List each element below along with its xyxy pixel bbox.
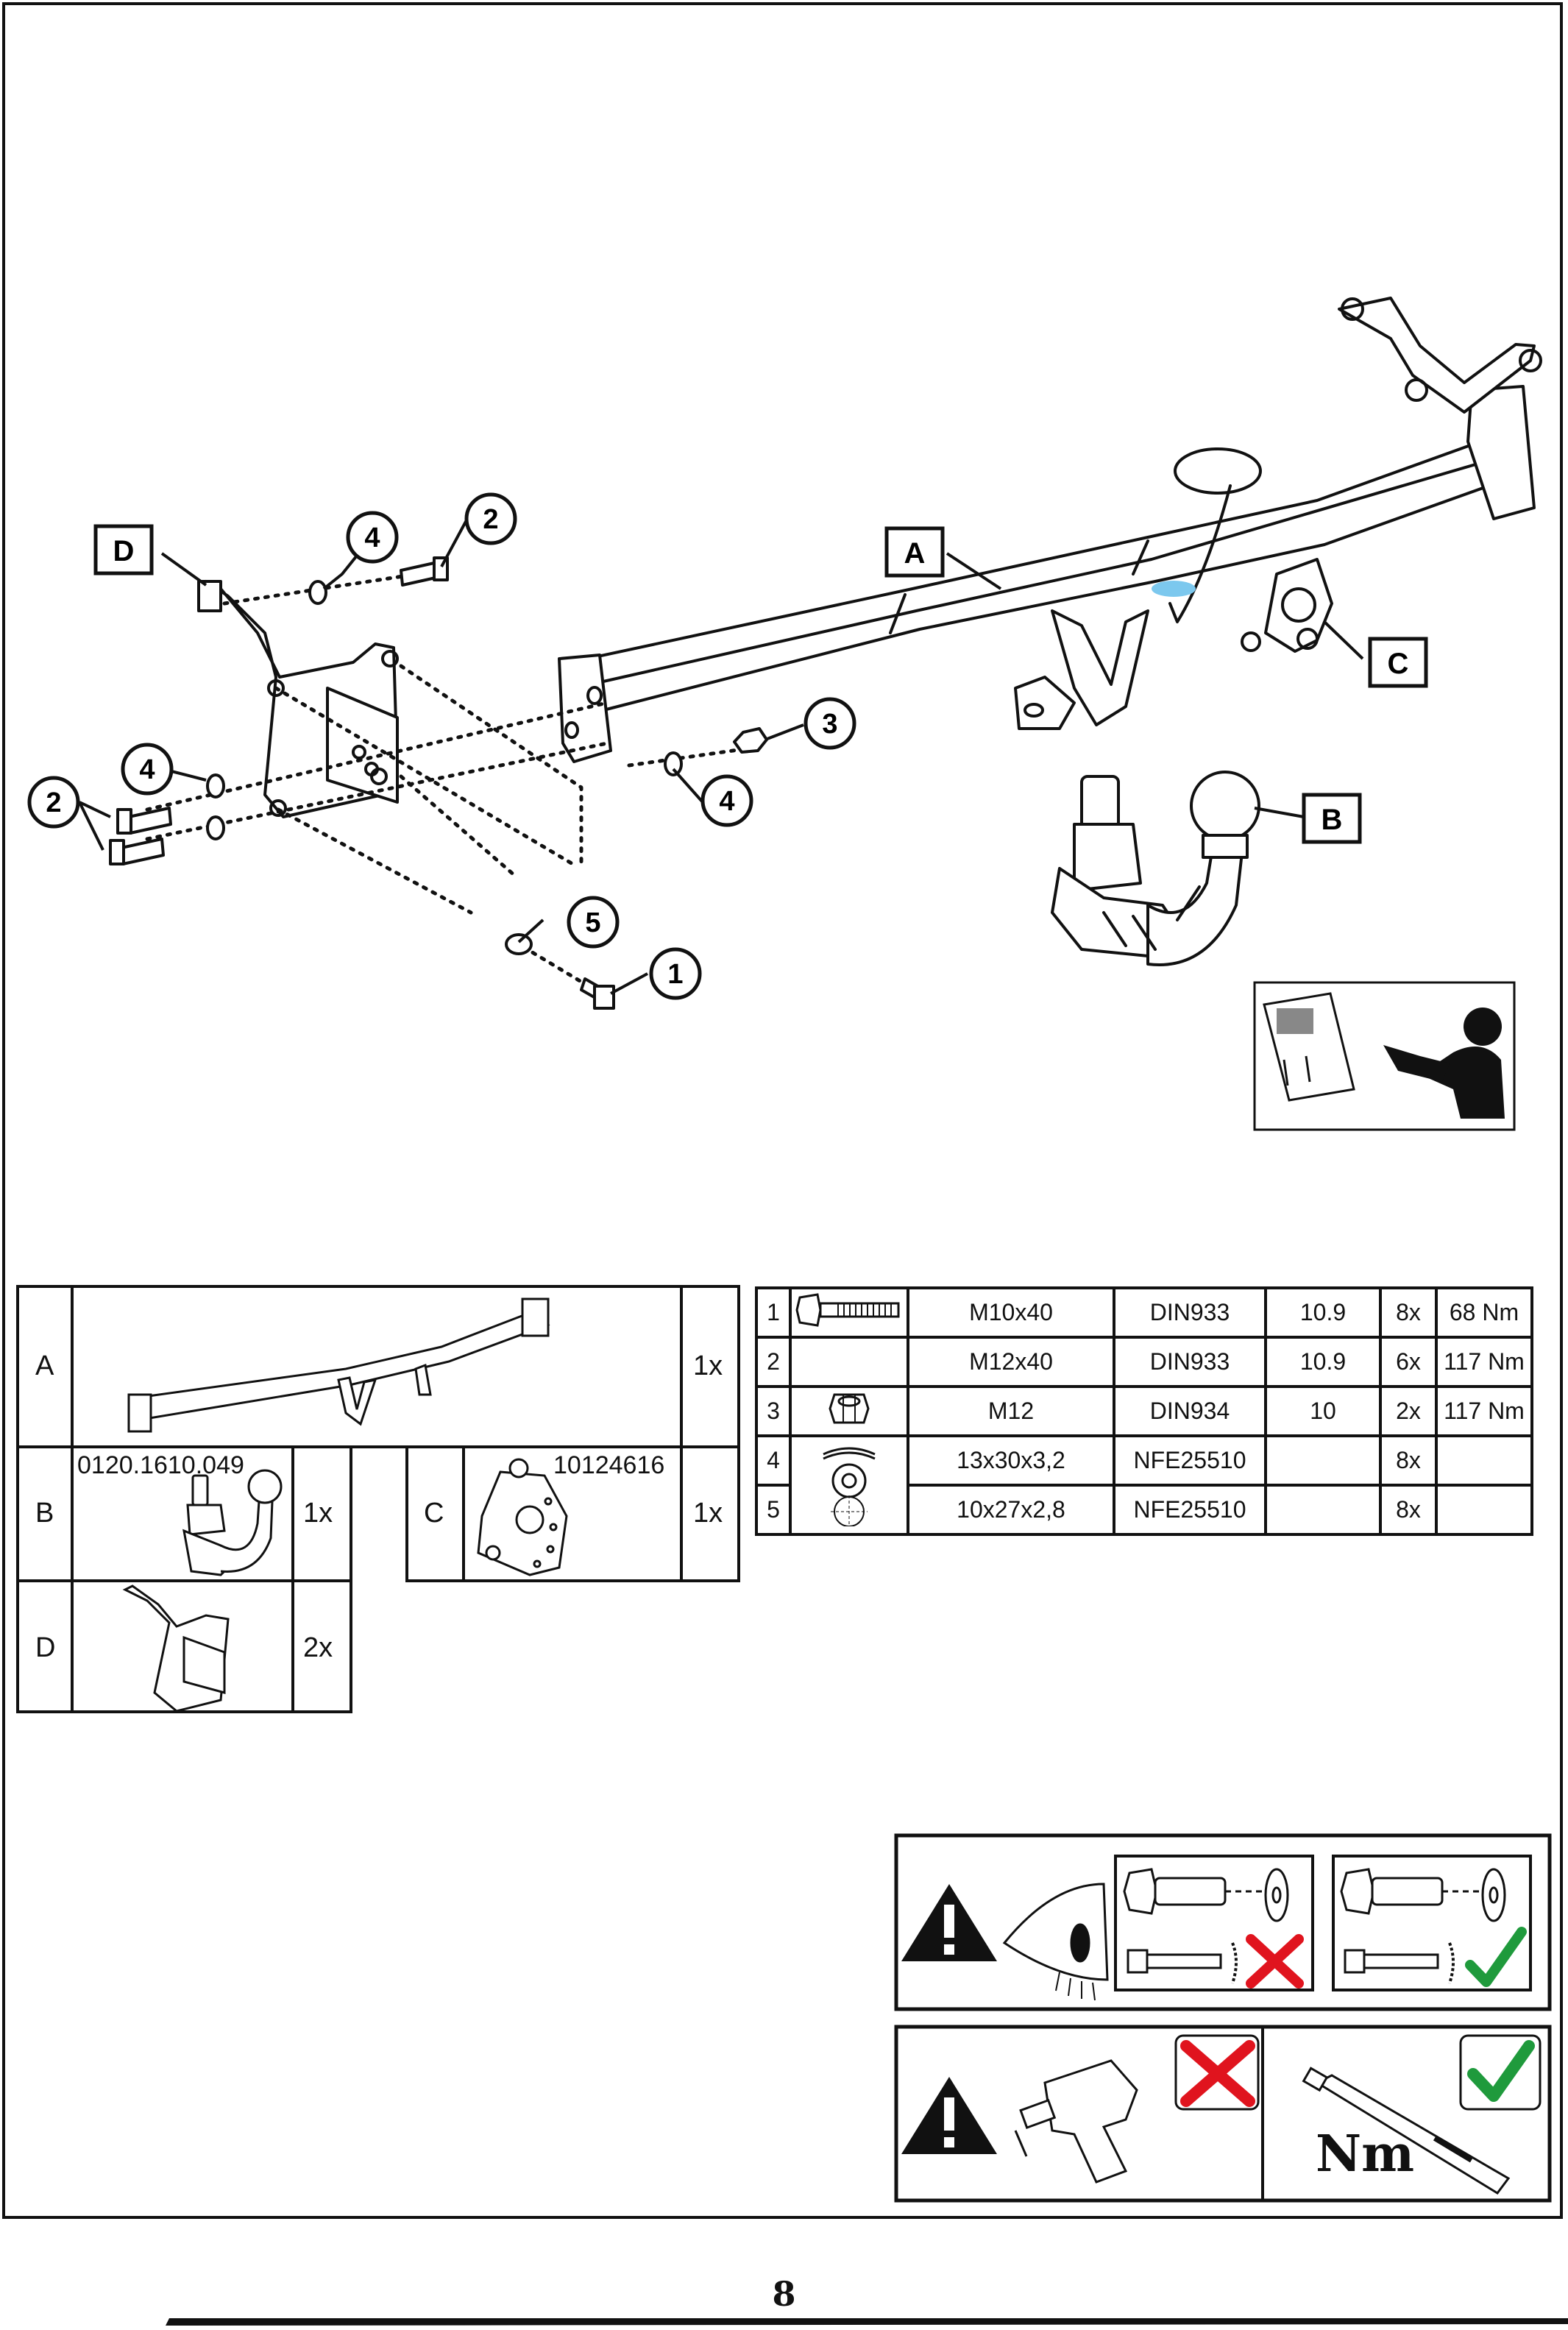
manual-cover-icon	[1277, 1008, 1313, 1034]
fastener-2-qty: 6x	[1379, 1336, 1438, 1388]
callout-d	[93, 524, 154, 576]
fastener-5-torque	[1435, 1484, 1533, 1536]
component-row-a	[16, 1285, 740, 1448]
callout-1-label: 1	[667, 959, 683, 990]
fastener-5-qty: 8x	[1379, 1484, 1438, 1536]
callout-2-left-label: 2	[46, 787, 61, 818]
fasteners-table: 1 M10x40 DIN933 10.9 8x 68 Nm 2 M12x40 D…	[755, 1286, 1533, 1536]
callout-d-label: D	[113, 535, 135, 567]
fastener-1-torque: 68 Nm	[1435, 1286, 1533, 1339]
fastener-1-num: 1	[755, 1286, 792, 1339]
fastener-3-icon-cell	[789, 1385, 909, 1437]
fastener-4-qty: 8x	[1379, 1434, 1438, 1487]
fastener-1-qty: 8x	[1379, 1286, 1438, 1339]
table-row: 5 10x27x2,8 NFE25510 8x	[755, 1484, 1533, 1536]
callout-5-label: 5	[585, 907, 600, 938]
callout-2-left	[27, 776, 80, 829]
fastener-4-num: 4	[755, 1434, 792, 1487]
fastener-4-5-icon-cell	[789, 1434, 909, 1536]
footer-rule	[166, 2318, 1568, 2326]
fastener-5-class	[1264, 1484, 1382, 1536]
fastener-1-class: 10.9	[1264, 1286, 1382, 1339]
callout-4-top-label: 4	[364, 523, 380, 553]
ball-coupling-b-drawing	[1051, 771, 1260, 966]
fastener-2-class: 10.9	[1264, 1336, 1382, 1388]
component-b-qty: 1x	[303, 1498, 333, 1529]
reader-icon	[1464, 1008, 1502, 1046]
callout-3	[803, 697, 856, 750]
fastener-1-icon-cell	[789, 1286, 909, 1339]
component-a-letter: A	[35, 1350, 54, 1381]
callout-c-label: C	[1388, 648, 1409, 680]
callout-4-left-label: 4	[139, 754, 155, 785]
callout-2-top	[464, 492, 517, 545]
fastener-4-torque	[1435, 1434, 1533, 1487]
read-manual-notice	[1253, 981, 1516, 1131]
component-b-code: 0120.1610.049	[77, 1451, 244, 1479]
bolt-icon	[795, 1292, 900, 1327]
component-b-letter: B	[35, 1498, 54, 1529]
fastener-1-dimension: M10x40	[907, 1286, 1115, 1339]
callout-2-top-label: 2	[483, 504, 498, 535]
fastener-4-standard: NFE25510	[1113, 1434, 1267, 1487]
component-row-d	[16, 1579, 352, 1713]
callout-4-left	[121, 743, 174, 796]
component-d-qty: 2x	[303, 1632, 333, 1663]
callout-4-right	[700, 774, 753, 827]
page-number: 8	[772, 2274, 796, 2314]
fastener-4-dimension: 13x30x3,2	[907, 1434, 1115, 1487]
component-c-code: 10124616	[553, 1451, 665, 1479]
fastener-4-class	[1264, 1434, 1382, 1487]
fastener-3-standard: DIN934	[1113, 1385, 1267, 1437]
fastener-2-torque: 117 Nm	[1435, 1336, 1533, 1388]
label-position-highlight	[1152, 581, 1196, 597]
component-c-letter: C	[424, 1498, 444, 1529]
fastener-5-standard: NFE25510	[1113, 1484, 1267, 1536]
exploded-assembly-drawing: D A C B 4 2 4 2 3 4 5 1	[27, 297, 1542, 1131]
fastener-5-dimension: 10x27x2,8	[907, 1484, 1115, 1536]
page-frame	[2, 2, 1563, 2219]
table-row: 1 M10x40 DIN933 10.9 8x 68 Nm	[755, 1286, 1533, 1339]
callout-4-top	[346, 511, 399, 564]
fastener-2-dimension: M12x40	[907, 1336, 1115, 1388]
fastener-3-torque: 117 Nm	[1435, 1385, 1533, 1437]
callout-4-right-label: 4	[719, 786, 734, 817]
fastener-2-standard: DIN933	[1113, 1336, 1267, 1388]
callout-5	[567, 896, 620, 949]
callout-3-label: 3	[822, 709, 837, 740]
fastener-3-num: 3	[755, 1385, 792, 1437]
callout-b	[1302, 793, 1362, 844]
fastener-5-num: 5	[755, 1484, 792, 1536]
fastener-3-dimension: M12	[907, 1385, 1115, 1437]
component-c-qty: 1x	[693, 1498, 723, 1529]
table-row: 3 M12 DIN934 10 2x 117 Nm	[755, 1385, 1533, 1437]
fastener-3-qty: 2x	[1379, 1385, 1438, 1437]
component-a-qty: 1x	[693, 1350, 723, 1381]
fastener-2-num: 2	[755, 1336, 792, 1388]
table-row: 4 13x30x3,2 NFE25510 8x	[755, 1434, 1533, 1536]
table-row: 2 M12x40 DIN933 10.9 6x 117 Nm	[755, 1336, 1533, 1388]
fastener-2-icon-cell	[789, 1336, 909, 1388]
callout-c	[1368, 637, 1428, 688]
fastener-1-standard: DIN933	[1113, 1286, 1267, 1339]
crossbar-a-drawing	[558, 297, 1542, 763]
callout-a-label: A	[904, 537, 926, 570]
callout-b-label: B	[1322, 804, 1343, 836]
callout-a	[884, 526, 945, 578]
washer-icon	[823, 1447, 876, 1528]
callout-1	[649, 947, 702, 1000]
side-bracket-d-drawing	[197, 580, 399, 818]
nut-icon	[829, 1393, 870, 1423]
component-d-letter: D	[35, 1632, 56, 1663]
fastener-3-class: 10	[1264, 1385, 1382, 1437]
component-row-c	[405, 1445, 740, 1582]
